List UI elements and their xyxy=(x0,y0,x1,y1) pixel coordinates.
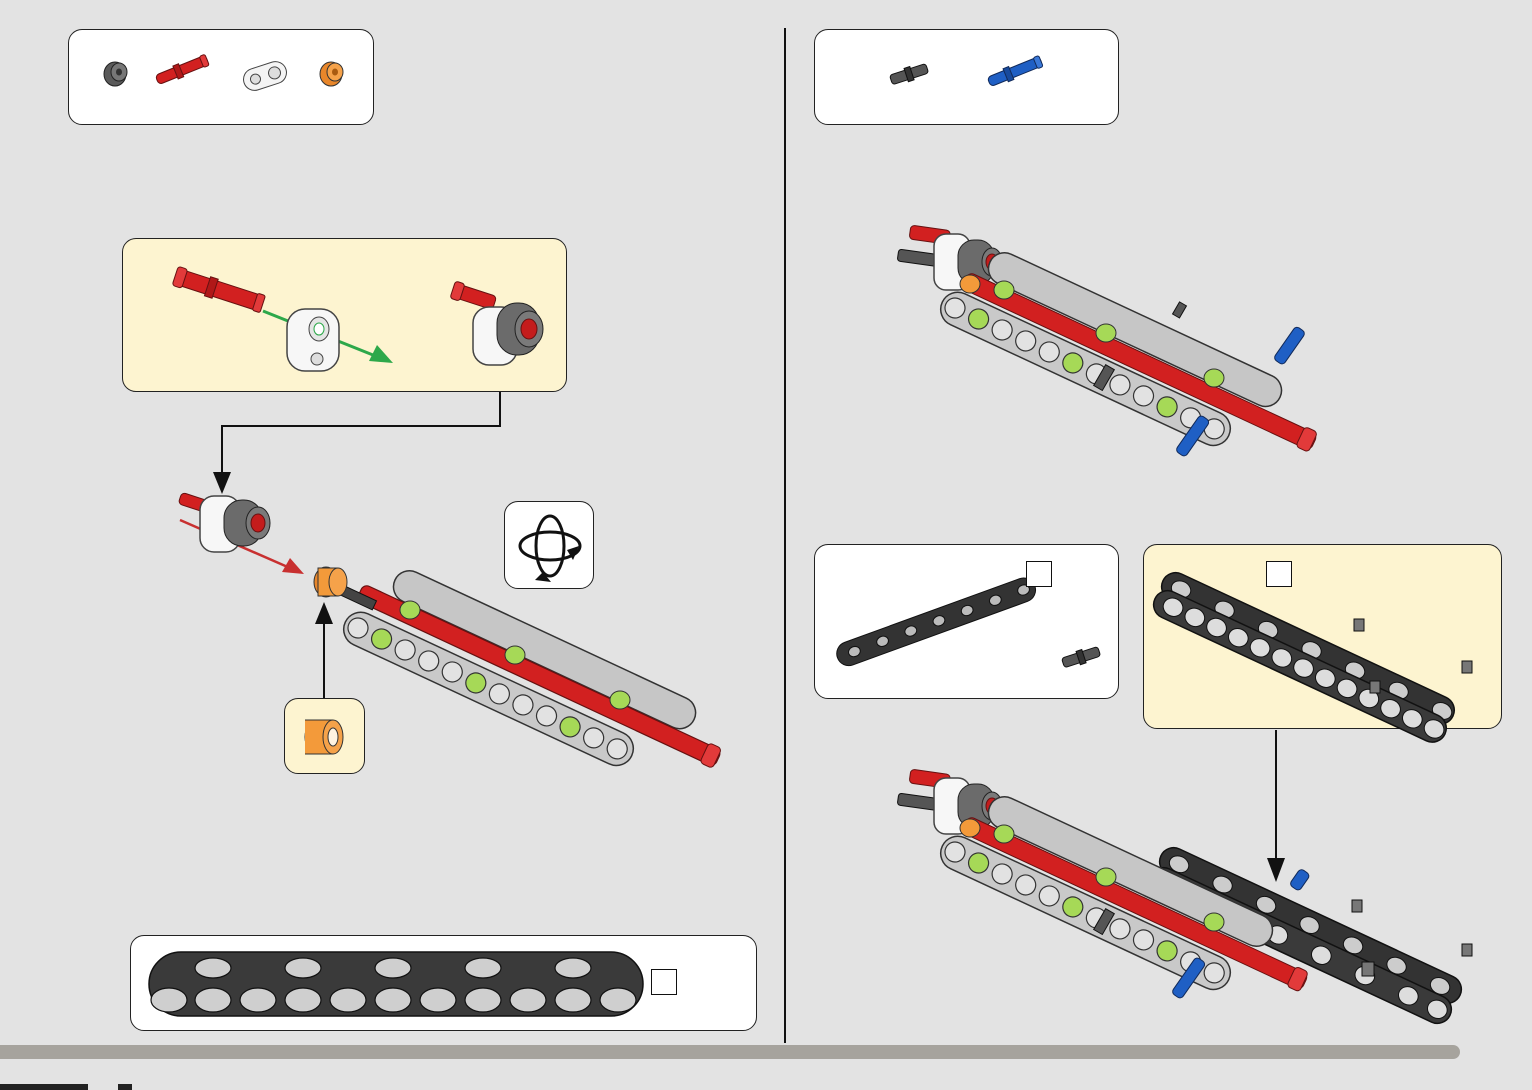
right-bottom-model-art xyxy=(0,0,1532,1090)
